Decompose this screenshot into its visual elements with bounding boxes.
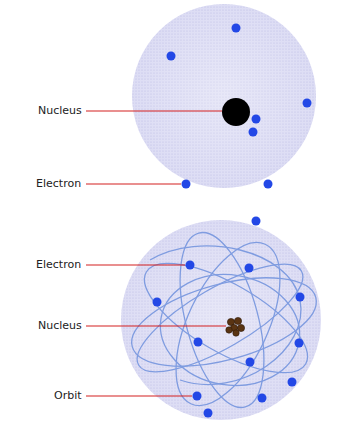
electron — [288, 378, 297, 387]
electron — [246, 358, 255, 367]
part-label: Electron — [36, 258, 81, 272]
atom-sphere — [121, 220, 321, 420]
orbit-path — [164, 224, 280, 417]
orbit-path — [152, 264, 309, 397]
leader-line — [86, 183, 181, 184]
leader-line — [86, 264, 185, 265]
electron — [303, 99, 312, 108]
nucleus-particle — [226, 327, 232, 333]
orbit-path — [150, 246, 301, 385]
electron — [252, 217, 261, 226]
electron — [204, 409, 213, 418]
electron — [193, 392, 202, 401]
nucleus-particle — [233, 330, 239, 336]
electron — [264, 180, 273, 189]
electron — [296, 293, 305, 302]
leader-line — [86, 110, 222, 111]
nucleus-particle — [234, 317, 241, 324]
part-label: Orbit — [54, 389, 82, 403]
nucleus-particle — [237, 324, 244, 331]
part-label: Nucleus — [38, 319, 82, 333]
electron — [252, 115, 261, 124]
electron — [232, 24, 241, 33]
electron — [245, 264, 254, 273]
leader-line — [86, 325, 226, 326]
part-label: Nucleus — [38, 104, 82, 118]
electron — [182, 180, 191, 189]
part-label: Electron — [36, 177, 81, 191]
electron — [249, 128, 258, 137]
electron — [186, 261, 195, 270]
electron — [295, 339, 304, 348]
orbit-path — [155, 227, 302, 420]
electron — [194, 338, 203, 347]
nucleus — [222, 98, 250, 126]
atom-sphere-shade — [132, 4, 316, 188]
orbit-path — [124, 245, 317, 391]
electron — [153, 298, 162, 307]
leader-line — [86, 395, 192, 396]
atom-sphere-shade — [121, 220, 321, 420]
atom-sphere — [132, 4, 316, 188]
electron — [258, 394, 267, 403]
electron — [167, 52, 176, 61]
